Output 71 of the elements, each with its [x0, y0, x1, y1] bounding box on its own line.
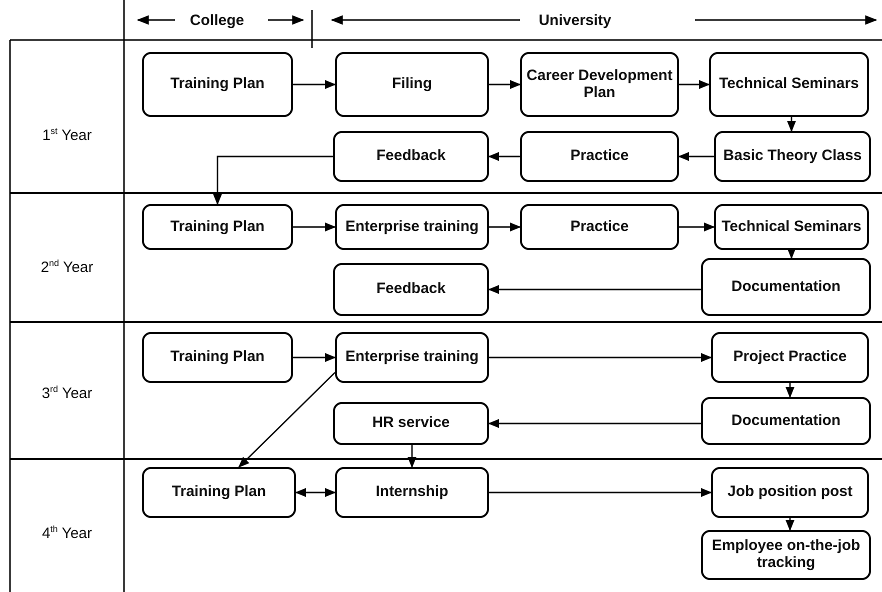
box-label: Practice — [570, 218, 629, 236]
arrow — [294, 488, 336, 497]
box-label: HR service — [372, 415, 450, 432]
arrow — [408, 445, 416, 468]
box-label: Technical Seminars — [719, 76, 859, 93]
column-header: University — [538, 12, 612, 28]
arrow — [679, 222, 716, 232]
arrow — [489, 488, 712, 497]
box-label: Job position post — [728, 484, 852, 501]
box-label: Basic Theory Class — [723, 148, 862, 165]
box-label: Career Development Plan — [526, 68, 674, 102]
process-box — [335, 52, 489, 117]
process-box — [142, 332, 293, 383]
box-label: Training Plan — [170, 349, 265, 366]
arrow — [488, 152, 520, 161]
process-box — [142, 52, 293, 117]
process-box — [142, 204, 293, 250]
arrow — [787, 248, 796, 260]
box-label: Training Plan — [172, 484, 266, 501]
process-box — [520, 52, 679, 117]
box-label: Enterprise training — [345, 218, 479, 236]
process-box — [714, 131, 871, 182]
process-box — [335, 467, 489, 518]
box-label: Technical Seminars — [722, 218, 862, 236]
process-box — [711, 332, 869, 383]
arrow — [786, 383, 794, 398]
box-label: Filing — [392, 76, 432, 93]
row-header: 4$^{th}$ Year — [42, 524, 92, 542]
process-box — [520, 131, 679, 182]
box-label: Feedback — [376, 148, 446, 165]
box-label: Employee on-the-job tracking — [710, 538, 862, 572]
arrow — [293, 80, 336, 89]
process-box — [520, 204, 679, 250]
arrow — [787, 117, 796, 132]
arrow — [293, 353, 336, 362]
arrow — [238, 372, 336, 468]
process-box — [333, 263, 489, 316]
box-label: Practice — [570, 148, 629, 165]
box-label: Internship — [376, 484, 448, 501]
arrow — [488, 419, 701, 428]
process-box — [711, 467, 869, 518]
process-box — [142, 467, 296, 518]
arrow — [678, 152, 714, 161]
box-label: Feedback — [376, 281, 446, 298]
process-box — [709, 52, 869, 117]
process-box — [701, 258, 871, 316]
box-label: Training Plan — [170, 76, 265, 93]
arrow — [489, 222, 522, 232]
process-box — [335, 332, 489, 383]
row-header: 1$^{st}$ Year — [42, 126, 92, 144]
box-label: Training Plan — [170, 218, 265, 236]
arrow — [293, 222, 336, 232]
box-label: Documentation — [731, 278, 841, 296]
process-box — [701, 397, 871, 445]
arrow — [786, 518, 794, 532]
box-label: Enterprise training — [345, 349, 479, 366]
box-label: Documentation — [731, 412, 841, 430]
arrow — [213, 156, 333, 206]
column-header: College — [190, 12, 244, 28]
arrow — [679, 80, 710, 89]
process-box — [335, 204, 489, 250]
process-box — [714, 204, 869, 250]
process-box — [701, 530, 871, 580]
box-label: Project Practice — [733, 349, 847, 366]
row-header: 2$^{nd}$ Year — [40, 258, 94, 276]
arrow — [489, 353, 712, 362]
row-header: 3$^{rd}$ Year — [42, 384, 92, 402]
process-box — [333, 131, 489, 182]
arrow — [489, 80, 522, 89]
process-box — [333, 402, 489, 445]
arrow — [488, 285, 701, 294]
